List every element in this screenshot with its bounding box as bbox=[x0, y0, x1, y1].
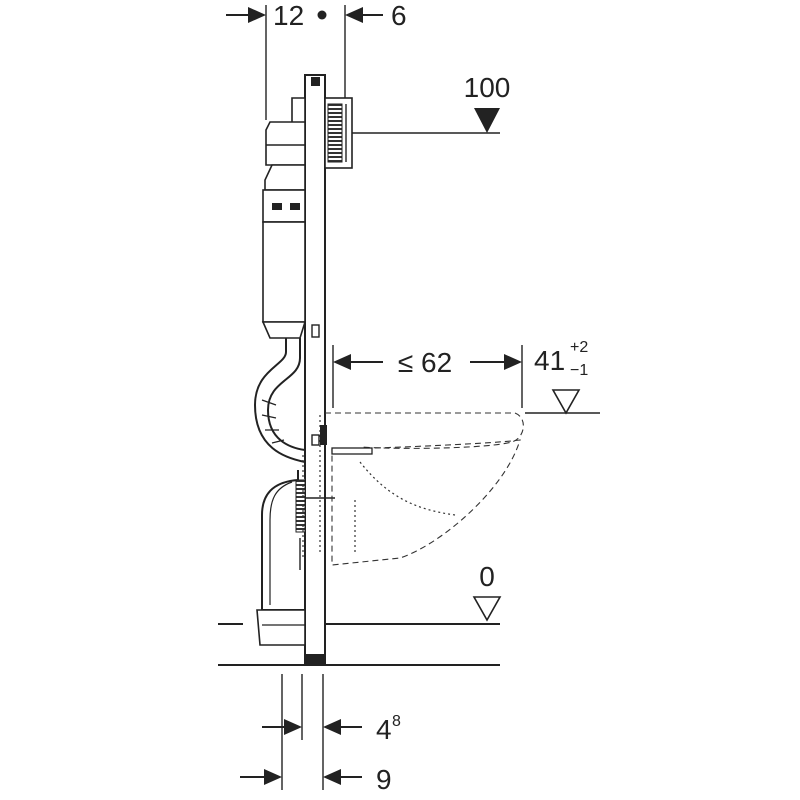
frame-foot bbox=[304, 654, 326, 666]
wc-seat-outline bbox=[325, 412, 524, 449]
flush-pipe-inner bbox=[253, 338, 306, 463]
dim-bottom-upper-superscript: 8 bbox=[392, 713, 401, 730]
projection-dimension: ≤ 62 bbox=[332, 345, 523, 408]
wc-bowl-outline bbox=[302, 412, 524, 566]
arrow-right-icon bbox=[284, 719, 302, 735]
actuation-height-marker: 100 bbox=[352, 72, 511, 134]
dim-top-left: 12 bbox=[273, 0, 304, 31]
mounting-bolt-icon bbox=[331, 447, 373, 455]
actuator-button-icon bbox=[327, 103, 343, 163]
drain-connector-icon bbox=[295, 479, 306, 533]
arrow-left-icon bbox=[323, 719, 341, 735]
top-dimension: 12 6 bbox=[226, 0, 407, 120]
cistern-bottom bbox=[261, 321, 307, 339]
drain-elbow bbox=[256, 470, 335, 646]
dim-bottom-lower: 9 bbox=[376, 764, 392, 795]
mounting-bracket-icon bbox=[320, 425, 327, 445]
wc-bowl-body bbox=[331, 439, 521, 566]
frame-slot-lower bbox=[311, 434, 320, 446]
floor-level: 0 bbox=[218, 561, 502, 666]
drain-elbow-inner bbox=[269, 481, 293, 605]
dim-top-right: 6 bbox=[391, 0, 407, 31]
dim-seat-tolerance-minus: −1 bbox=[570, 362, 588, 379]
dim-seat-height: 41 bbox=[534, 345, 565, 376]
clip-icon bbox=[272, 203, 282, 210]
dim-seat-tolerance-plus: +2 bbox=[570, 339, 588, 356]
installation-frame bbox=[304, 74, 326, 666]
drain-socket bbox=[256, 609, 306, 646]
seat-height-marker: 41 +2 −1 bbox=[525, 339, 600, 415]
center-point-icon bbox=[317, 10, 327, 20]
arrow-right-icon bbox=[264, 769, 282, 785]
wc-bowl-inner bbox=[359, 461, 456, 516]
bottom-dimension: 4 8 9 bbox=[240, 674, 401, 795]
drain-elbow-body bbox=[261, 470, 306, 611]
cistern-body bbox=[262, 221, 306, 323]
arrow-left-icon bbox=[345, 7, 363, 23]
cistern bbox=[261, 97, 307, 339]
frame-top-notch bbox=[311, 77, 320, 86]
level-triangle-filled-icon bbox=[474, 108, 500, 133]
arrow-right-icon bbox=[504, 354, 522, 370]
cistern-head bbox=[265, 121, 306, 166]
dim-projection: ≤ 62 bbox=[398, 347, 452, 378]
frame-post bbox=[304, 74, 326, 666]
arrow-left-icon bbox=[323, 769, 341, 785]
dim-bottom-upper: 4 bbox=[376, 714, 392, 745]
pipe-ribs bbox=[261, 399, 285, 444]
arrow-right-icon bbox=[248, 7, 266, 23]
cistern-top-cap bbox=[291, 97, 306, 126]
clip-icon bbox=[290, 203, 300, 210]
flush-pipe bbox=[253, 338, 306, 463]
dim-floor-level: 0 bbox=[479, 561, 495, 592]
cistern-middle bbox=[264, 164, 306, 191]
frame-slot bbox=[311, 324, 320, 338]
actuator-plate bbox=[324, 97, 353, 169]
dim-actuation-height: 100 bbox=[464, 72, 511, 103]
arrow-left-icon bbox=[333, 354, 351, 370]
level-triangle-outline-icon bbox=[551, 389, 581, 415]
level-triangle-outline-icon bbox=[472, 596, 502, 622]
flush-pipe-outer bbox=[266, 338, 306, 451]
